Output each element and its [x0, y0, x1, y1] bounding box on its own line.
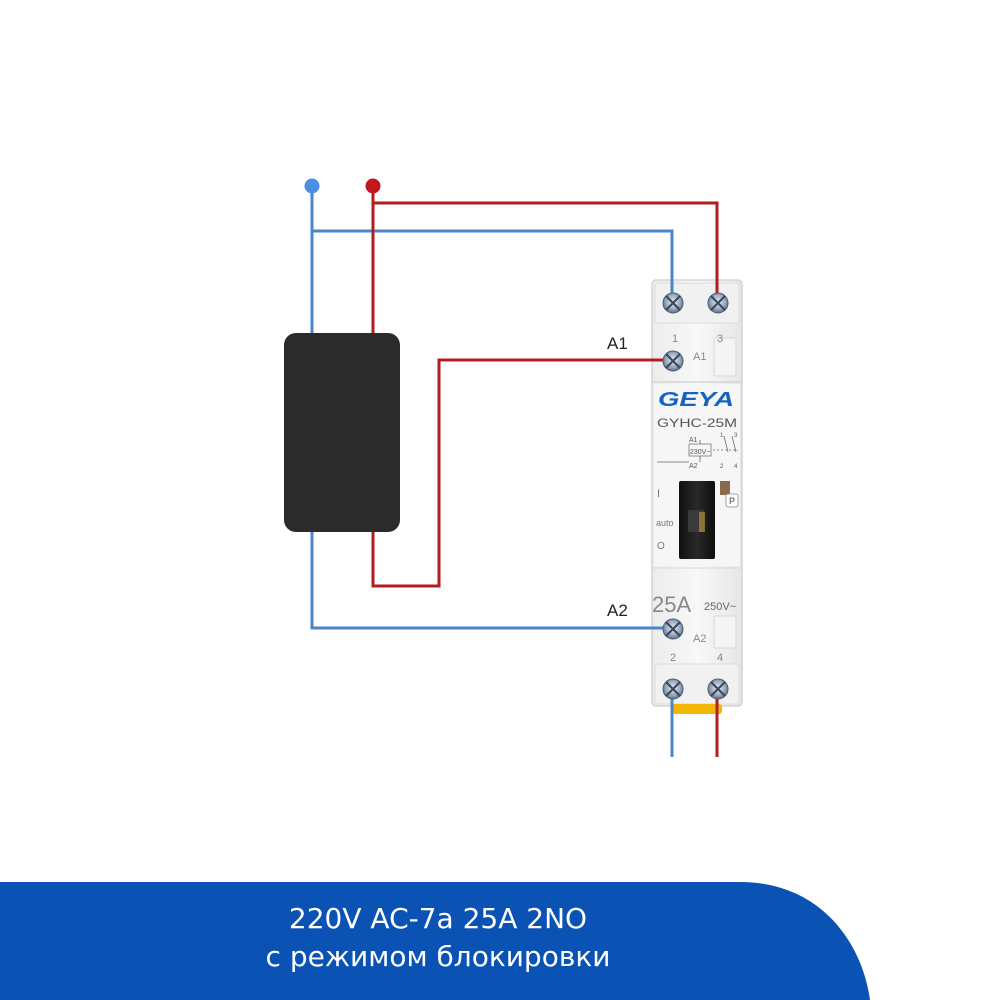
mode-switch-handle[interactable]	[679, 481, 715, 559]
screw-terminal-4[interactable]	[707, 678, 729, 700]
lock-indicator: P	[720, 481, 739, 508]
neutral-wire-to-terminal-1	[310, 186, 674, 302]
contactor-device: GEYA GYHC-25M A1 230V~ A2 1 3 2 4 I auto…	[651, 279, 743, 714]
screw-terminal-a1[interactable]	[662, 350, 684, 372]
screw-terminal-3[interactable]	[707, 292, 729, 314]
banner-shape	[0, 882, 870, 1000]
mode-auto-label: auto	[656, 518, 674, 528]
phase-supply-dot	[365, 178, 381, 194]
caption-banner: 220V AC-7a 25A 2NO с режимом блокировки	[0, 882, 1000, 1000]
schematic-a2-label: A2	[689, 463, 698, 470]
brand-logo: GEYA	[658, 389, 734, 411]
phase-wire-to-a1	[371, 358, 672, 588]
load-device-box	[284, 333, 400, 532]
coil-a2-label: A2	[693, 633, 706, 645]
coil-schematic	[657, 435, 738, 463]
wire-label-a2: A2	[607, 601, 628, 620]
current-rating: 25A	[652, 592, 691, 617]
neutral-supply-dot	[304, 178, 320, 194]
neutral-wire-to-a2	[310, 530, 672, 630]
voltage-rating: 250V~	[704, 601, 736, 613]
schematic-terminal-2: 2	[720, 464, 724, 470]
schematic-terminal-1: 1	[720, 433, 724, 439]
terminal-4-number: 4	[717, 652, 723, 664]
schematic-coil-voltage: 230V~	[690, 449, 710, 456]
screw-terminal-1[interactable]	[662, 292, 684, 314]
schematic-terminal-3: 3	[734, 433, 738, 439]
mode-off-label: O	[657, 541, 665, 552]
coil-terminal-recess	[713, 337, 737, 377]
wires	[310, 186, 719, 757]
coil-a2-recess	[713, 615, 737, 649]
schematic-terminal-4: 4	[734, 464, 738, 470]
wiring-diagram: GEYA GYHC-25M A1 230V~ A2 1 3 2 4 I auto…	[284, 178, 743, 757]
terminal-1-number: 1	[672, 333, 678, 345]
model-label: GYHC-25M	[657, 416, 737, 430]
coil-a1-label: A1	[693, 351, 706, 363]
mode-on-label: I	[657, 488, 660, 500]
phase-wire-to-terminal-3	[371, 186, 719, 302]
screw-terminal-2[interactable]	[662, 678, 684, 700]
screw-terminal-a2[interactable]	[662, 618, 684, 640]
banner-line-1: 220V AC-7a 25A 2NO	[288, 902, 588, 935]
svg-text:P: P	[729, 496, 735, 506]
schematic-a1-label: A1	[689, 437, 698, 444]
terminal-screws	[662, 292, 729, 700]
din-rail-clip	[672, 704, 722, 714]
banner-line-2: с режимом блокировки	[265, 940, 611, 973]
terminal-3-number: 3	[717, 333, 723, 345]
wire-label-a1: A1	[607, 334, 628, 353]
terminal-2-number: 2	[670, 652, 676, 664]
